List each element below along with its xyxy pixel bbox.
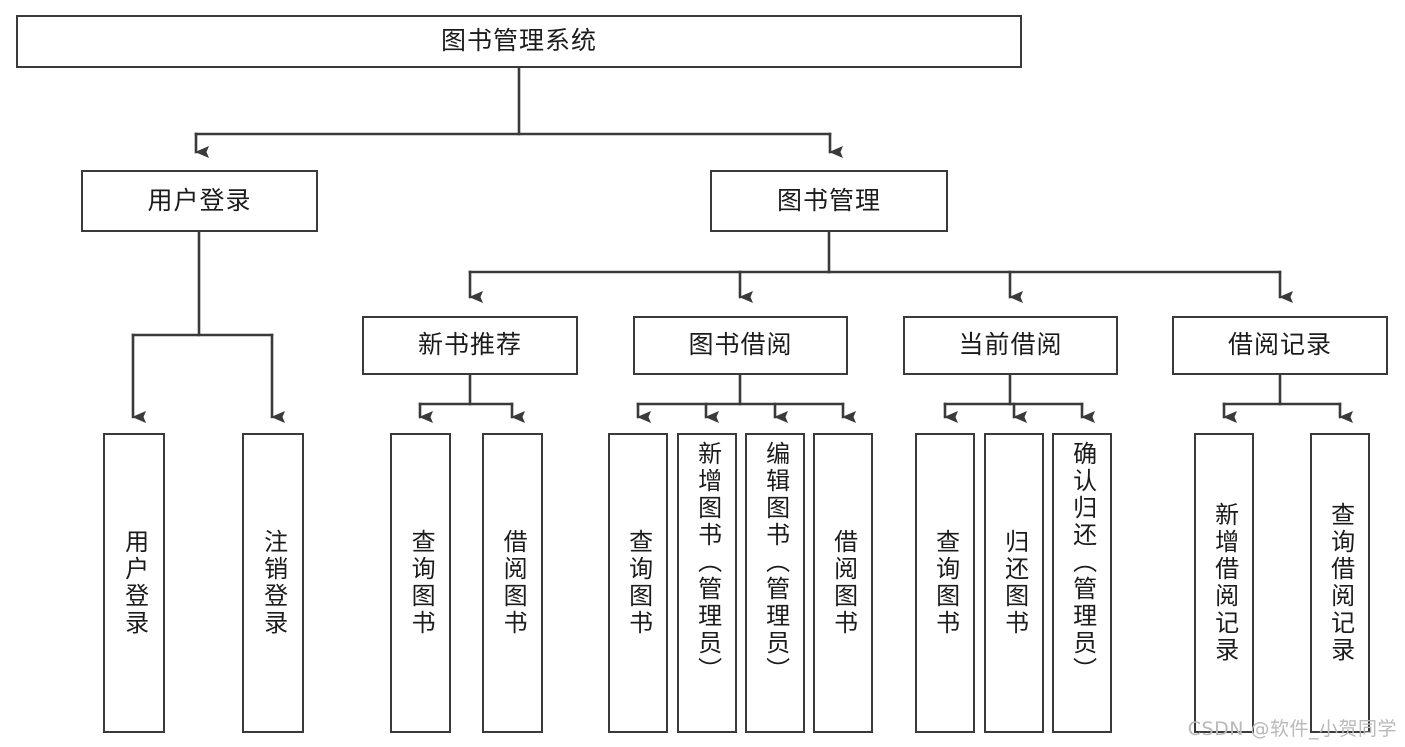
node-current-borrow-label: 当前借阅: [958, 330, 1063, 360]
node-new-book-recommend[interactable]: 新书推荐: [362, 316, 578, 375]
node-leaf-confirm-return[interactable]: 确认归还（管理员）: [1052, 433, 1112, 733]
node-leaf-add-record-label: 新增借阅记录: [1210, 502, 1239, 664]
node-leaf-query-book-2-label: 查询图书: [624, 529, 653, 637]
node-leaf-borrow-book-1[interactable]: 借阅图书: [482, 433, 543, 733]
node-book-manage-label: 图书管理: [776, 185, 881, 215]
node-borrow-record[interactable]: 借阅记录: [1172, 316, 1388, 375]
node-book-manage[interactable]: 图书管理: [710, 170, 948, 232]
node-user-login-label: 用户登录: [147, 185, 252, 215]
node-leaf-logout[interactable]: 注销登录: [242, 433, 304, 733]
node-leaf-borrow-book-2[interactable]: 借阅图书: [813, 433, 873, 733]
node-book-borrow[interactable]: 图书借阅: [633, 316, 848, 375]
node-leaf-query-book-2[interactable]: 查询图书: [608, 433, 668, 733]
node-leaf-add-record[interactable]: 新增借阅记录: [1194, 433, 1254, 733]
node-new-book-recommend-label: 新书推荐: [417, 330, 522, 360]
node-leaf-confirm-return-label: 确认归还（管理员）: [1068, 441, 1097, 684]
node-leaf-query-record-label: 查询借阅记录: [1326, 502, 1355, 664]
csdn-watermark: CSDN @软件_小贺同学: [1187, 718, 1397, 740]
node-leaf-add-book[interactable]: 新增图书（管理员）: [677, 433, 737, 733]
node-current-borrow[interactable]: 当前借阅: [903, 316, 1118, 375]
node-leaf-add-book-label: 新增图书（管理员）: [693, 441, 722, 684]
node-leaf-edit-book[interactable]: 编辑图书（管理员）: [745, 433, 805, 733]
node-borrow-record-label: 借阅记录: [1227, 330, 1332, 360]
node-leaf-query-book-3[interactable]: 查询图书: [915, 433, 975, 733]
node-leaf-query-book-3-label: 查询图书: [931, 529, 960, 637]
node-leaf-borrow-book-2-label: 借阅图书: [829, 529, 858, 637]
node-leaf-query-book-1[interactable]: 查询图书: [390, 433, 451, 733]
node-leaf-query-record[interactable]: 查询借阅记录: [1310, 433, 1370, 733]
node-leaf-query-book-1-label: 查询图书: [407, 529, 436, 637]
node-leaf-edit-book-label: 编辑图书（管理员）: [761, 441, 790, 684]
node-leaf-logout-label: 注销登录: [259, 529, 288, 637]
node-book-borrow-label: 图书借阅: [688, 330, 793, 360]
node-root[interactable]: 图书管理系统: [16, 15, 1022, 68]
node-root-label: 图书管理系统: [440, 26, 597, 56]
node-leaf-user-login-label: 用户登录: [120, 529, 149, 637]
node-leaf-borrow-book-1-label: 借阅图书: [499, 529, 528, 637]
node-user-login[interactable]: 用户登录: [81, 170, 318, 232]
node-leaf-return-book-label: 归还图书: [1000, 529, 1029, 637]
node-leaf-user-login[interactable]: 用户登录: [103, 433, 165, 733]
node-leaf-return-book[interactable]: 归还图书: [984, 433, 1044, 733]
